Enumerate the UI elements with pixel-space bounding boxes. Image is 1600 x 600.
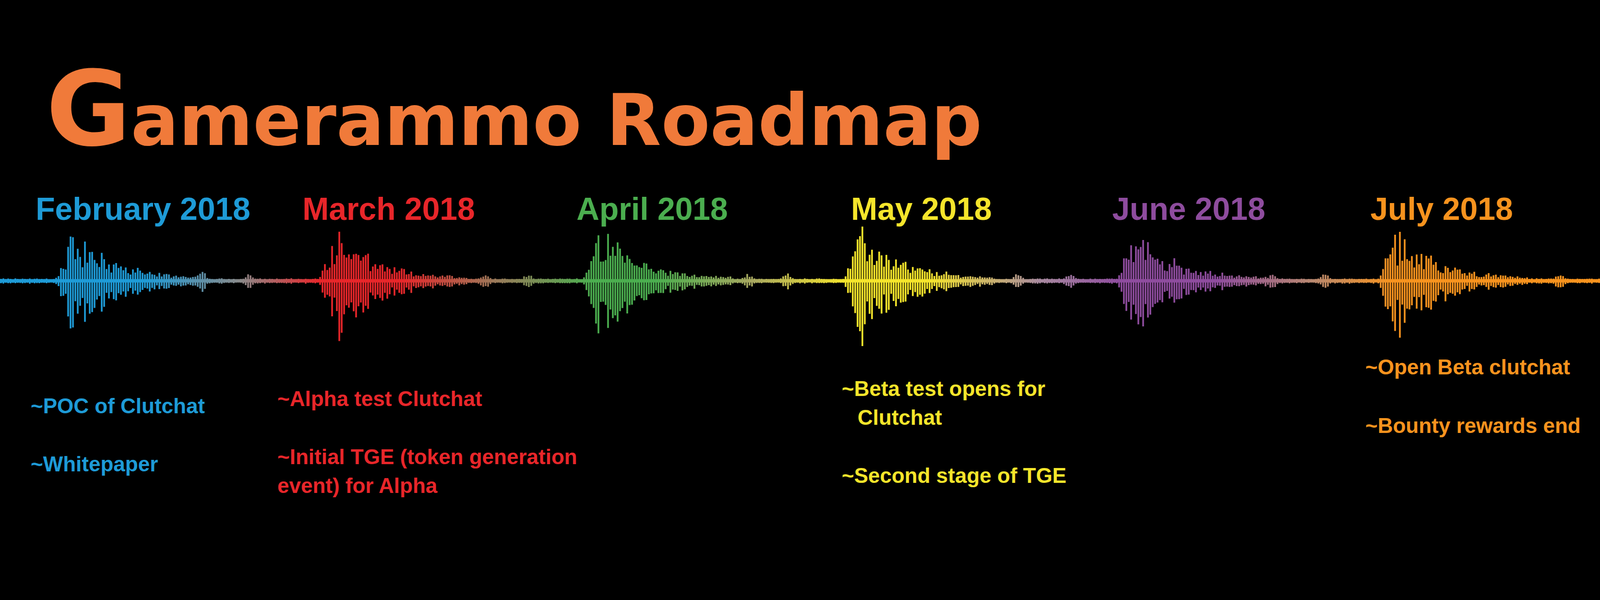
waveform-spikes — [0, 226, 1600, 347]
milestone-text: ~Second stage of TGE — [841, 461, 1178, 490]
month-heading: May 2018 — [850, 190, 992, 228]
milestone-text: ~Open Beta clutchat — [1365, 352, 1596, 382]
milestone-text: ~Alpha test Clutchat — [277, 384, 643, 414]
month-heading: June 2018 — [1111, 190, 1266, 228]
month-heading: March 2018 — [302, 190, 476, 228]
waveform-bursts — [0, 226, 1600, 347]
month-heading: April 2018 — [576, 190, 729, 228]
milestone-text: ~Beta test opens for Clutchat — [841, 374, 1127, 432]
roadmap-title: Gamerammo Roadmap — [46, 57, 983, 161]
milestone-text: ~Initial TGE (token generation event) fo… — [277, 442, 643, 501]
month-heading: July 2018 — [1370, 190, 1513, 228]
milestone-text: ~Bounty rewards end — [1365, 411, 1593, 441]
month-heading: February 2018 — [35, 190, 251, 228]
